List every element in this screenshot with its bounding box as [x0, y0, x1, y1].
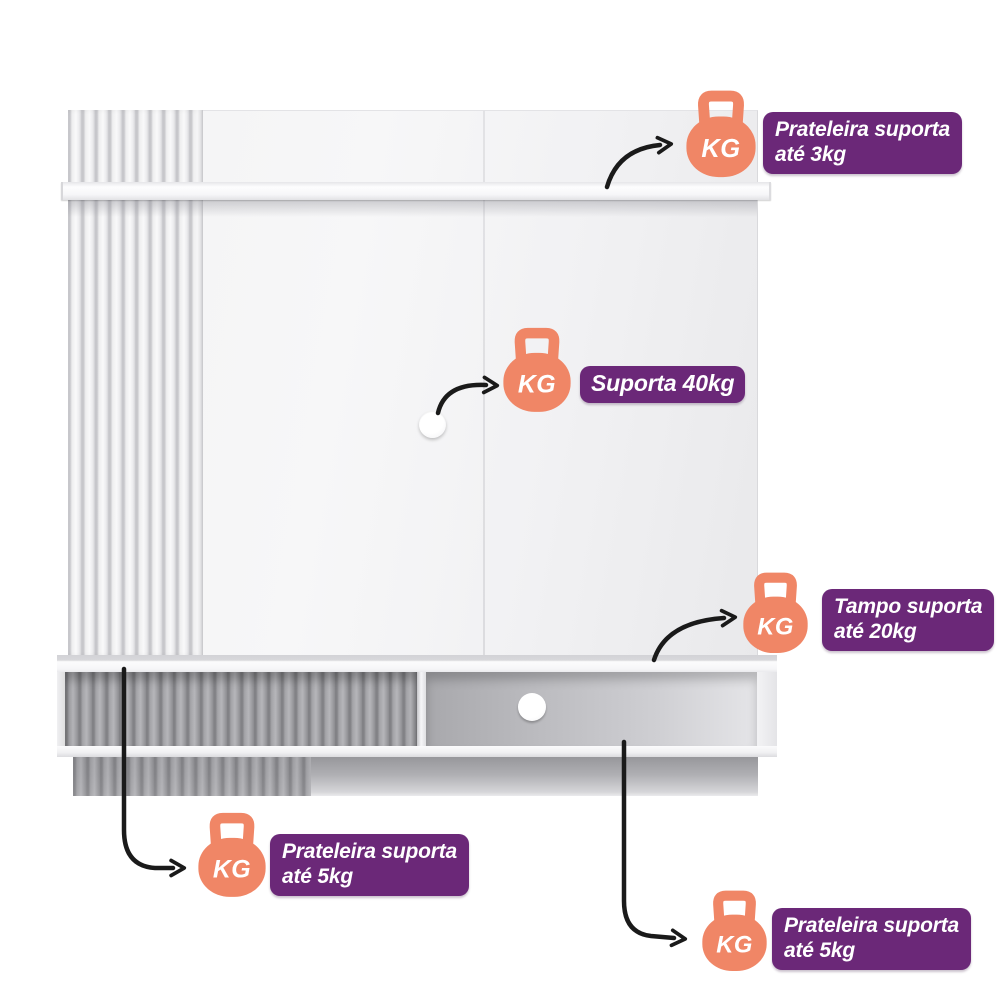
stand-right-compartment — [426, 672, 757, 746]
stand-bottom-shelf — [57, 746, 777, 757]
stand-under-shadow — [73, 757, 758, 796]
stand-right-wall — [757, 672, 777, 746]
top-shelf-shadow — [68, 200, 757, 217]
kg-badge-text: KG — [213, 856, 251, 884]
stand-left-compartment — [65, 672, 417, 746]
slatted-side-panel — [68, 110, 203, 656]
cable-hole-stand — [518, 693, 546, 721]
stand-divider — [417, 672, 426, 746]
callout-top-shelf-capacity: Prateleira suporta até 3kg — [763, 112, 962, 174]
kettlebell-icon: KG — [702, 890, 767, 972]
kettlebell-icon: KG — [743, 572, 808, 654]
callout-left-shelf-capacity: Prateleira suporta até 5kg — [270, 834, 469, 896]
callout-tampo-capacity: Tampo suporta até 20kg — [822, 589, 995, 651]
stand-under-shadow-slats — [73, 757, 311, 796]
kg-badge-text: KG — [701, 135, 740, 163]
stand-left-wall — [57, 672, 65, 746]
callout-bottom-shelf-capacity: Prateleira suporta até 5kg — [772, 908, 971, 970]
kettlebell-icon: KG — [686, 90, 756, 178]
cable-hole-panel — [419, 411, 446, 438]
callout-panel-tv-capacity: Suporta 40kg — [580, 366, 746, 403]
kg-badge-text: KG — [716, 932, 753, 959]
kg-badge-text: KG — [518, 371, 556, 399]
kettlebell-icon: KG — [198, 812, 266, 897]
kg-badge-text: KG — [757, 614, 794, 641]
stand-top-surface — [57, 655, 777, 672]
top-shelf — [61, 182, 771, 200]
kettlebell-icon: KG — [503, 327, 571, 412]
